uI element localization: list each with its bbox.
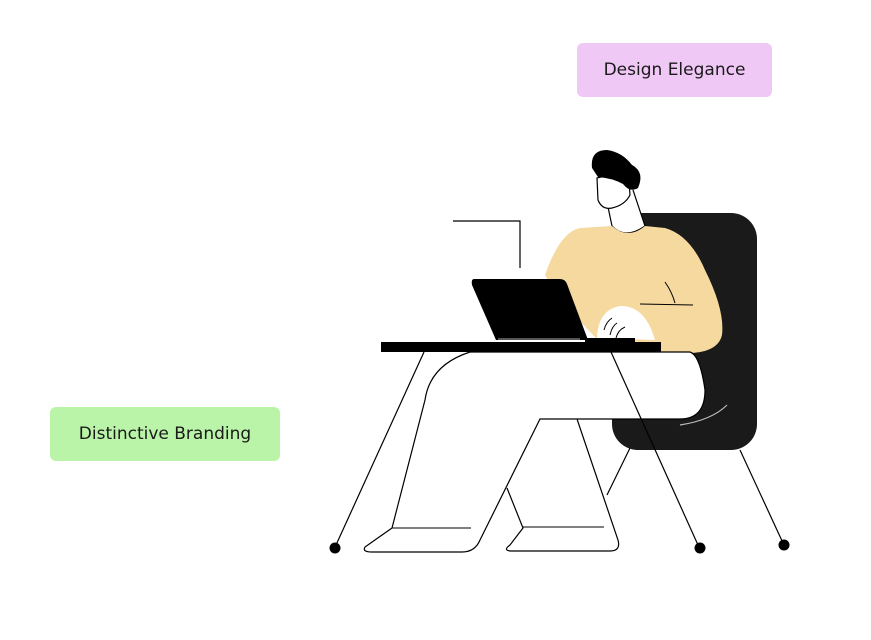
laptop-icon xyxy=(471,279,588,340)
sweater xyxy=(545,226,723,353)
distinctive-branding-tag: Distinctive Branding xyxy=(50,407,280,461)
hair-icon xyxy=(591,150,641,190)
desk-icon xyxy=(381,342,661,352)
design-elegance-tag: Design Elegance xyxy=(577,43,772,97)
